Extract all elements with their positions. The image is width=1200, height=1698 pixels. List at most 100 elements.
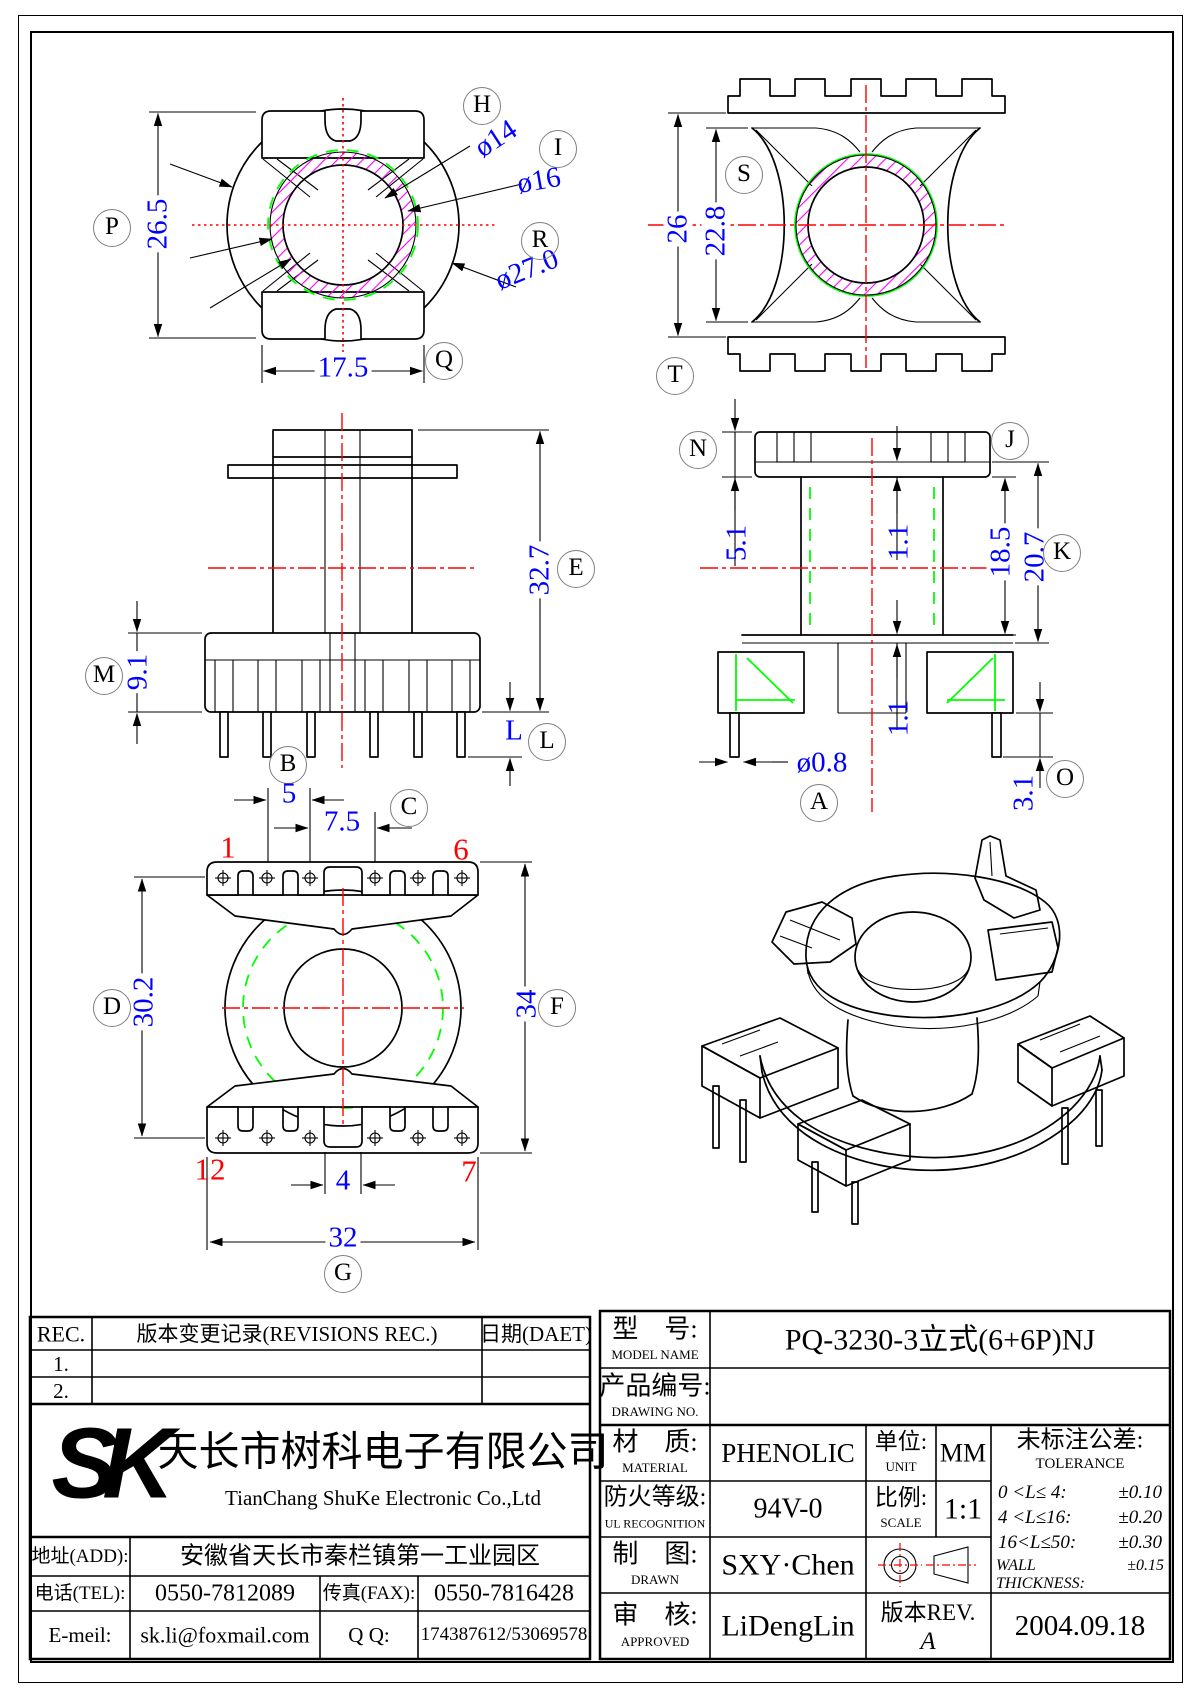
dim-4: 4 bbox=[332, 1166, 354, 1196]
tel-value: 0550-7812089 bbox=[155, 1580, 295, 1607]
balloon-E: E bbox=[557, 550, 595, 588]
fire-value: 94V-0 bbox=[753, 1493, 823, 1525]
model-label-cn: 型 号: bbox=[612, 1314, 698, 1344]
email-value: sk.li@foxmail.com bbox=[140, 1622, 310, 1648]
sheet-inner-border bbox=[30, 31, 1174, 1663]
balloon-L: L bbox=[528, 723, 566, 761]
dim-3-1: 3.1 bbox=[1007, 774, 1040, 812]
balloon-G: G bbox=[324, 1255, 362, 1293]
balloon-C: C bbox=[390, 789, 428, 827]
date-value: 2004.09.18 bbox=[1014, 1609, 1146, 1642]
tolerance-title-en: TOLERANCE bbox=[1035, 1456, 1125, 1473]
fax-label: 传真(FAX): bbox=[322, 1583, 416, 1605]
balloon-D: D bbox=[93, 989, 131, 1027]
dim-17-5: 17.5 bbox=[314, 353, 372, 383]
rev-value: A bbox=[920, 1627, 936, 1655]
tolerance-row: WALL THICKNESS: ±0.15 bbox=[996, 1557, 1164, 1593]
address-label: 地址(ADD): bbox=[31, 1546, 129, 1568]
bottom-view-drawing bbox=[134, 788, 532, 1250]
pin-number-12: 12 bbox=[194, 1151, 226, 1187]
fire-label-en: UL RECOGNITION bbox=[604, 1516, 706, 1531]
dim-18-5: 18.5 bbox=[985, 523, 1017, 581]
tolerance-range: 4 <L≤16: bbox=[998, 1507, 1072, 1528]
balloon-B: B bbox=[269, 746, 307, 784]
date-header: 日期(DAET) bbox=[480, 1321, 592, 1346]
scale-value: 1:1 bbox=[943, 1492, 983, 1526]
side-section-drawing bbox=[699, 399, 1053, 812]
rec-row-1: 1. bbox=[53, 1351, 69, 1376]
pin-number-7: 7 bbox=[461, 1153, 477, 1189]
dim-5: 5 bbox=[281, 777, 297, 810]
unit-label-cn: 单位: bbox=[874, 1428, 928, 1454]
fire-label-cn: 防火等级: bbox=[603, 1484, 707, 1511]
drawing-no-label-en: DRAWING NO. bbox=[611, 1404, 699, 1420]
tolerance-value: ±0.15 bbox=[1127, 1557, 1164, 1574]
balloon-K: K bbox=[1043, 534, 1081, 572]
drawn-label-cn: 制 图: bbox=[612, 1539, 698, 1569]
drawing-no-label-cn: 产品编号: bbox=[599, 1371, 711, 1401]
model-label-en: MODEL NAME bbox=[611, 1347, 699, 1363]
dim-26: 26 bbox=[662, 211, 694, 247]
balloon-A: A bbox=[800, 784, 838, 822]
revisions-header: 版本变更记录(REVISIONS REC.) bbox=[136, 1321, 438, 1346]
approved-label-cn: 审 核: bbox=[612, 1600, 698, 1630]
balloon-J: J bbox=[991, 422, 1029, 460]
dim-1-1-bottom: 1.1 bbox=[882, 699, 915, 737]
scale-label-en: SCALE bbox=[880, 1515, 922, 1531]
dim-32: 32 bbox=[325, 1223, 361, 1253]
balloon-M: M bbox=[85, 657, 123, 695]
tolerance-value: ±0.10 bbox=[1118, 1482, 1162, 1503]
company-name-cn: 天长市树科电子有限公司 bbox=[157, 1428, 609, 1475]
drawn-label-en: DRAWN bbox=[630, 1572, 680, 1588]
sheet-outer-border bbox=[18, 15, 1183, 1683]
unit-value: MM bbox=[939, 1438, 987, 1468]
balloon-T: T bbox=[656, 357, 694, 395]
rev-label: 版本REV. bbox=[880, 1599, 976, 1625]
rec-row-2: 2. bbox=[53, 1378, 69, 1403]
balloon-H: H bbox=[463, 87, 501, 125]
approved-label-en: APPROVED bbox=[620, 1634, 690, 1650]
qq-label: Q Q: bbox=[348, 1622, 390, 1647]
dim-L: L bbox=[505, 714, 523, 747]
company-name-en: TianChang ShuKe Electronic Co.,Ltd bbox=[225, 1485, 541, 1510]
dim-7-5: 7.5 bbox=[323, 805, 361, 838]
tolerance-value: ±0.20 bbox=[1118, 1507, 1162, 1528]
balloon-R: R bbox=[521, 222, 559, 260]
company-logo: SK bbox=[51, 1407, 175, 1520]
title-block-grid bbox=[28, 1309, 1172, 1661]
front-section-drawing bbox=[648, 78, 1008, 372]
dim-26-5: 26.5 bbox=[142, 195, 174, 253]
fax-value: 0550-7816428 bbox=[434, 1580, 574, 1607]
tolerance-row: 4 <L≤16: ±0.20 bbox=[998, 1507, 1162, 1529]
balloon-F: F bbox=[538, 989, 576, 1027]
pin-number-1: 1 bbox=[220, 829, 236, 865]
dim-30-2: 30.2 bbox=[128, 973, 160, 1031]
material-value: PHENOLIC bbox=[721, 1437, 855, 1468]
tolerance-row: 16<L≤50: ±0.30 bbox=[998, 1532, 1162, 1554]
balloon-P: P bbox=[93, 209, 131, 247]
tolerance-row: 0 <L≤ 4: ±0.10 bbox=[998, 1482, 1162, 1504]
dim-34: 34 bbox=[511, 986, 543, 1022]
dim-9-1: 9.1 bbox=[122, 650, 154, 694]
drawn-value: SXY·Chen bbox=[721, 1548, 855, 1582]
side-view-drawing bbox=[128, 413, 549, 786]
address-value: 安徽省天长市秦栏镇第一工业园区 bbox=[180, 1543, 540, 1570]
dim-d0-8: ø0.8 bbox=[796, 746, 848, 779]
material-label-cn: 材 质: bbox=[612, 1427, 698, 1457]
tolerance-range: 0 <L≤ 4: bbox=[998, 1482, 1067, 1503]
email-label: E-meil: bbox=[48, 1622, 112, 1647]
scale-label-cn: 比例: bbox=[874, 1484, 928, 1510]
tel-label: 电话(TEL): bbox=[34, 1583, 126, 1605]
material-label-en: MATERIAL bbox=[622, 1460, 688, 1476]
dim-32-7: 32.7 bbox=[524, 541, 556, 599]
tolerance-range: 16<L≤50: bbox=[998, 1532, 1077, 1553]
unit-label-en: UNIT bbox=[885, 1459, 917, 1475]
tolerance-title-cn: 未标注公差: bbox=[1016, 1427, 1144, 1454]
balloon-Q: Q bbox=[425, 342, 463, 380]
dim-1-1-top: 1.1 bbox=[882, 523, 915, 561]
pin-number-6: 6 bbox=[453, 831, 469, 867]
qq-value: 174387612/53069578 bbox=[420, 1624, 588, 1646]
balloon-S: S bbox=[725, 156, 763, 194]
